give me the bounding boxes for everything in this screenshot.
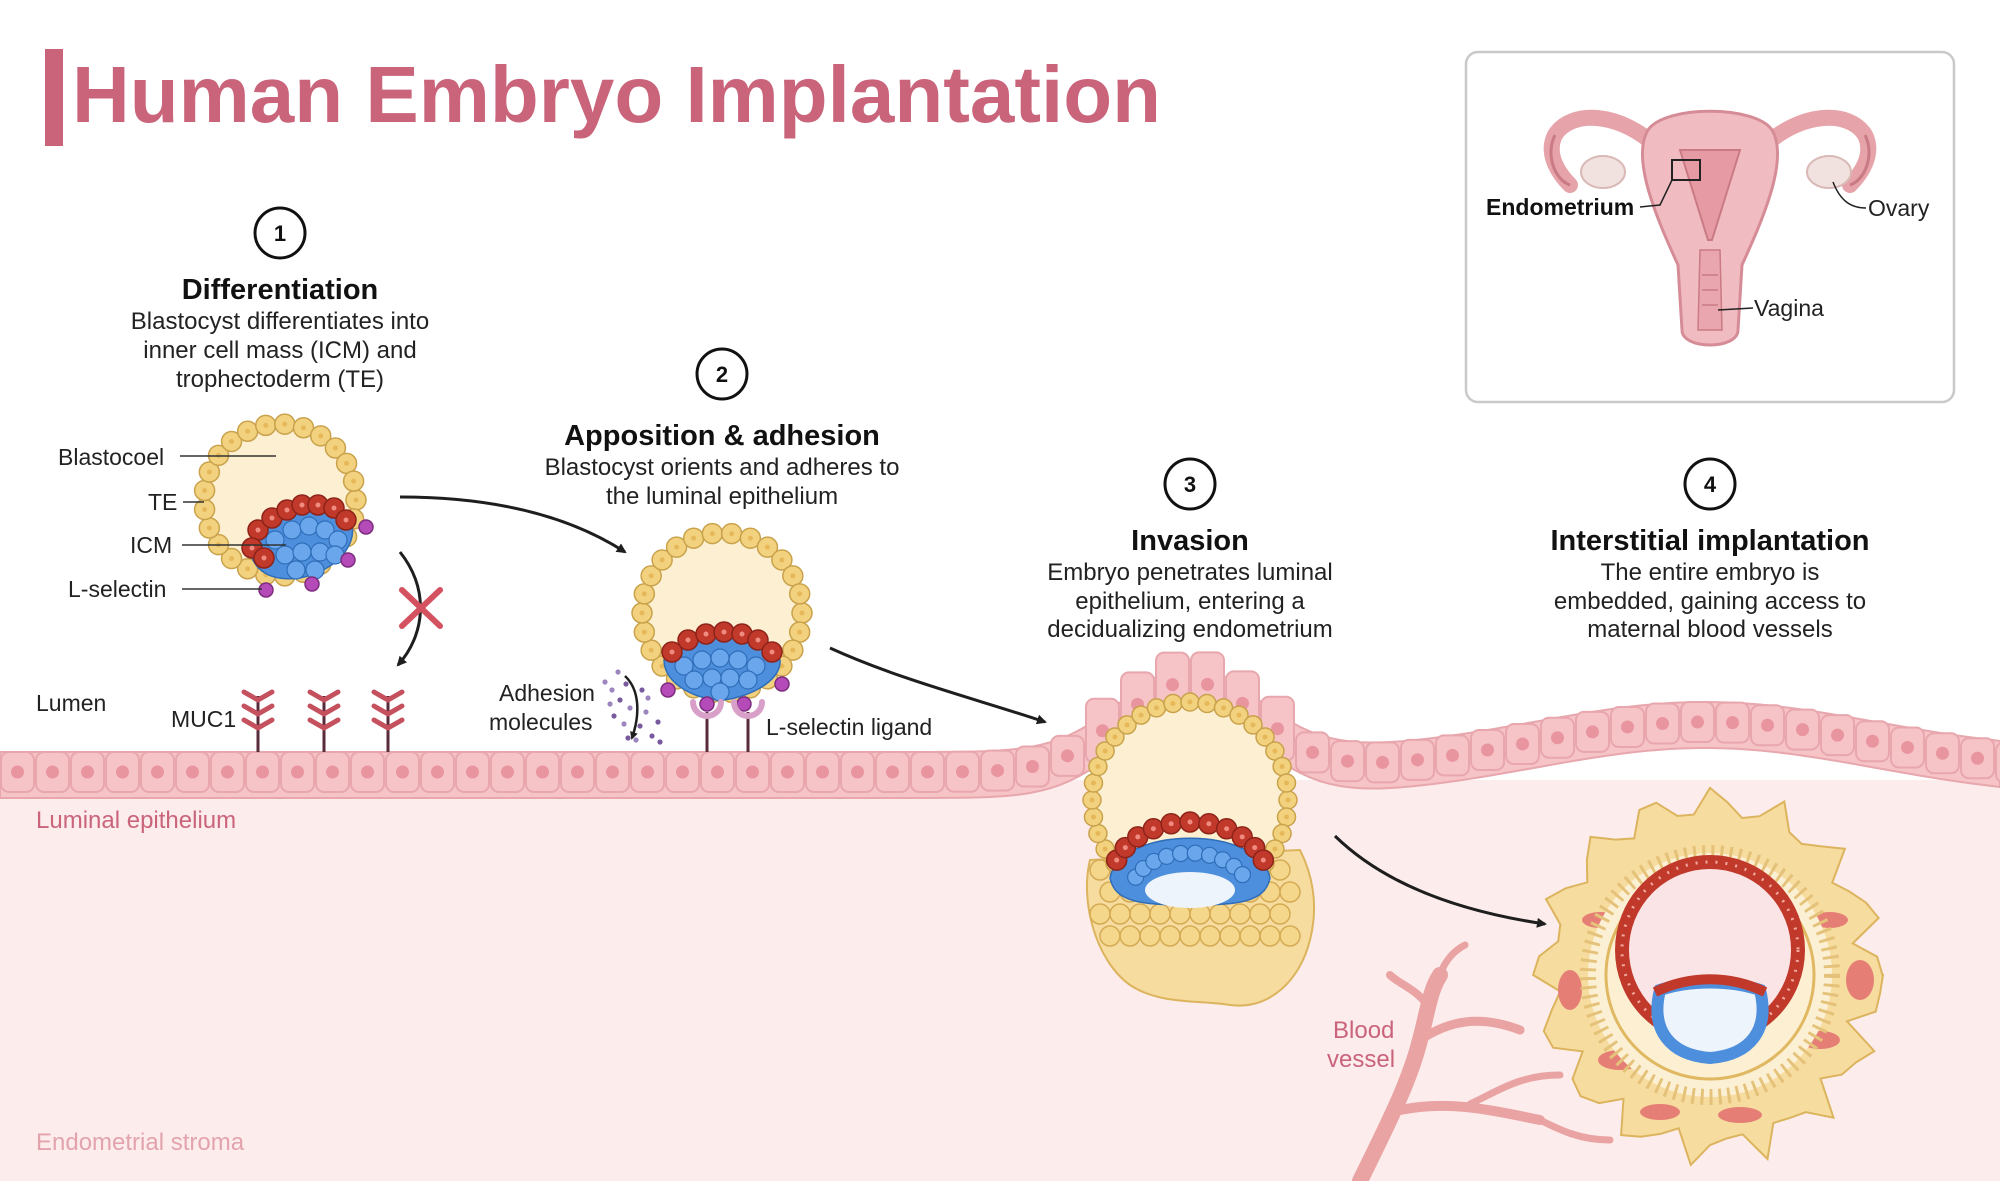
step-3-title: Invasion (1131, 525, 1249, 557)
step-4-desc-line-3: maternal blood vessels (1587, 616, 1832, 643)
embryo-interstitial (1531, 786, 1885, 1167)
label-adhesion-molecules-line-2: molecules (489, 709, 593, 735)
step-4-badge (1683, 457, 1737, 511)
blastocyst-stage-1 (193, 413, 374, 598)
step-3-desc-line-3: decidualizing endometrium (1047, 616, 1333, 643)
step-4-title: Interstitial implantation (1550, 525, 1869, 557)
stage-1-labels: Blastocoel TE ICM L-selectin Lumen MUC1 (36, 444, 286, 732)
embryo-invasion (1082, 692, 1316, 1007)
inset-label-vagina: Vagina (1754, 295, 1824, 321)
step-1: 1 Differentiation Blastocyst differentia… (131, 206, 429, 393)
step-2: 2 Apposition & adhesion Blastocyst orien… (545, 347, 900, 510)
label-muc1: MUC1 (171, 706, 236, 732)
step-3: 3 Invasion Embryo penetrates luminal epi… (1047, 457, 1333, 643)
label-icm: ICM (130, 532, 172, 558)
endometrial-stroma (0, 780, 2000, 1181)
label-blood-vessel-line-1: Blood (1333, 1017, 1394, 1044)
l-selectin-ligands: L-selectin ligand (690, 699, 932, 752)
step-1-desc-line-2: inner cell mass (ICM) and (143, 337, 416, 364)
step-2-title: Apposition & adhesion (564, 420, 880, 452)
fallopian-tube-right (1752, 109, 1877, 193)
step-4-desc-line-1: The entire embryo is (1601, 559, 1820, 586)
arrow-step2-to-step3 (829, 646, 1047, 725)
step-2-desc-line-2: the luminal epithelium (606, 483, 838, 510)
label-luminal-epithelium: Luminal epithelium (36, 807, 236, 834)
step-1-desc-line-1: Blastocyst differentiates into (131, 308, 429, 335)
step-2-badge (695, 347, 749, 401)
label-l-selectin: L-selectin (68, 576, 166, 602)
label-blastocoel: Blastocoel (58, 444, 164, 470)
step-2-number: 2 (716, 362, 728, 387)
inset-label-ovary: Ovary (1868, 195, 1930, 221)
endometrium-marker (1671, 159, 1701, 181)
step-1-number: 1 (274, 221, 286, 246)
ovary-right (1806, 155, 1852, 189)
step-2-desc-line-1: Blastocyst orients and adheres to (545, 454, 900, 481)
blastocyst-stage-2 (631, 522, 813, 712)
label-l-selectin-ligand: L-selectin ligand (766, 714, 932, 740)
label-blood-vessel-line-2: vessel (1327, 1046, 1395, 1073)
arrow-step1-to-step2 (399, 495, 627, 554)
arrow-step3-to-step4 (1333, 834, 1547, 928)
inset-label-endometrium: Endometrium (1486, 194, 1634, 220)
label-te: TE (148, 489, 177, 515)
ovary-left (1580, 155, 1626, 189)
blood-vessel (1352, 941, 1614, 1181)
label-lumen: Lumen (36, 690, 106, 716)
step-3-number: 3 (1184, 472, 1196, 497)
label-endometrial-stroma: Endometrial stroma (36, 1129, 245, 1156)
step-4-desc-line-2: embedded, gaining access to (1554, 588, 1866, 615)
block-x-mark (399, 587, 443, 629)
step-3-badge (1163, 457, 1217, 511)
uterus-inset: Endometrium Ovary Vagina (1464, 50, 1956, 404)
muc1-molecules (241, 689, 405, 752)
page-title: Human Embryo Implantation (72, 50, 1161, 139)
luminal-epithelium (0, 651, 2000, 799)
step-4: 4 Interstitial implantation The entire e… (1550, 457, 1870, 643)
fallopian-tube-left (1543, 109, 1668, 193)
title-bar (45, 49, 63, 146)
label-adhesion-molecules-line-1: Adhesion (499, 680, 595, 706)
step-1-title: Differentiation (182, 274, 379, 306)
adhesion-molecules: Adhesion molecules (489, 669, 663, 745)
step-3-desc-line-1: Embryo penetrates luminal (1047, 559, 1332, 586)
adhesion-dots (602, 669, 663, 745)
step-1-desc-line-3: trophectoderm (TE) (176, 366, 384, 393)
step-1-badge (253, 206, 307, 260)
step-3-desc-line-2: epithelium, entering a (1075, 588, 1305, 615)
step-4-number: 4 (1704, 472, 1717, 497)
